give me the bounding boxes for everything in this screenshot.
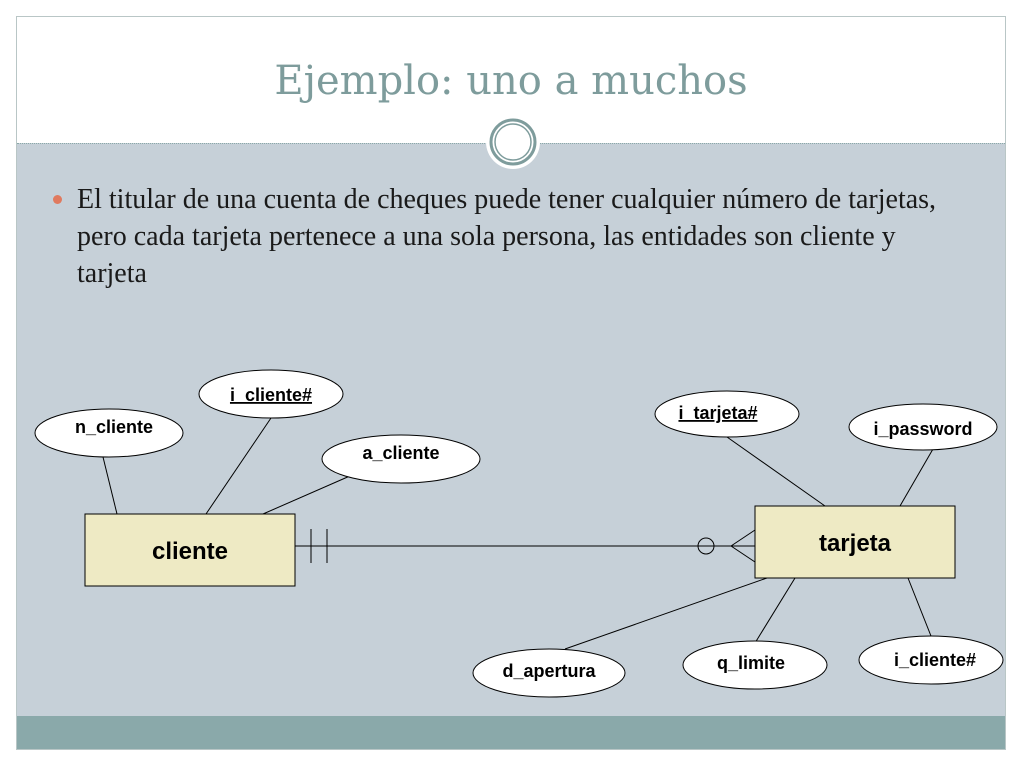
bullet-item: El titular de una cuenta de cheques pued… [53,181,953,292]
link-n_cliente [102,456,118,515]
attr-i_password-label: i_password [873,419,972,439]
entity-tarjeta-label: tarjeta [819,530,892,557]
attr-d_apertura-label: d_apertura [502,661,596,681]
link-d_apertura [564,577,768,650]
bullet-dot-icon [53,195,62,204]
circle-ornament-icon [486,115,540,169]
attr-q_limite [682,640,828,690]
entity-tarjeta [754,505,956,579]
attr-q_limite-label: q_limite [717,653,785,673]
slide: Ejemplo: uno a muchos El titular de una … [16,16,1006,750]
link-i_cliente-fk [907,577,932,637]
attr-a_cliente-label: a_cliente [362,443,439,463]
attr-i_password [848,403,998,451]
zero-mark [697,537,715,555]
attr-i_cliente-fk-label: i_cliente# [894,650,976,670]
attr-i_tarjeta-key [654,390,800,438]
crow-foot-top [730,529,756,547]
attr-a_cliente [321,434,481,484]
entity-cliente-label: cliente [152,538,228,565]
link-i_password [899,448,934,507]
link-i_tarjeta-key [726,436,826,507]
attr-d_apertura [472,648,626,698]
footer-bar [17,716,1005,749]
attr-i_cliente-key-label: i_cliente# [230,385,312,405]
slide-title: Ejemplo: uno a muchos [274,58,748,104]
link-i_cliente-key [205,417,272,515]
entity-cliente [84,513,296,587]
attr-i_cliente-key [198,369,344,419]
er-diagram: cliente tarjeta n_cliente i_cliente# a_c… [34,369,1004,698]
attr-i_cliente-fk [858,635,1004,685]
link-a_cliente [262,471,360,515]
attr-n_cliente [34,408,184,458]
crow-foot-bottom [730,545,756,563]
attr-i_tarjeta-key-label: i_tarjeta# [678,403,757,423]
link-q_limite [754,577,796,644]
bullet-text: El titular de una cuenta de cheques pued… [77,184,937,289]
attr-n_cliente-label: n_cliente [75,417,153,437]
